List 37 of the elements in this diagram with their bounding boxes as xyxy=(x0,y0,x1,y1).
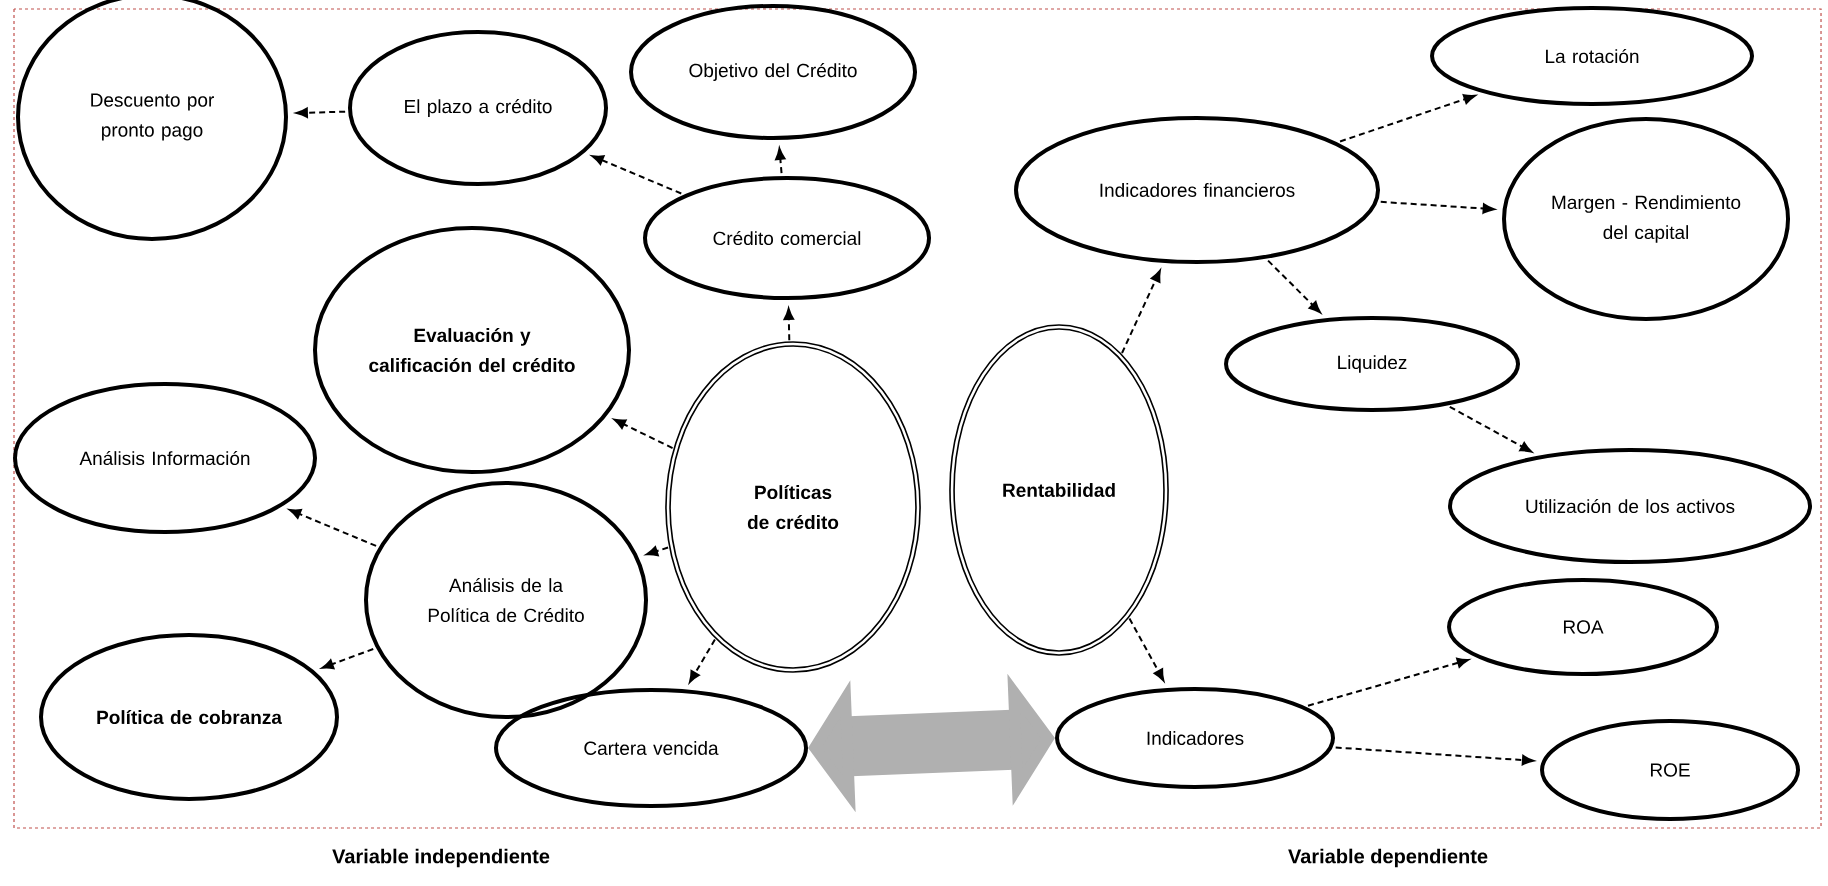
ellipse-node: Cartera vencida xyxy=(494,688,808,808)
ellipse-node: Análisis Información xyxy=(13,382,317,534)
arrow xyxy=(591,155,683,195)
arrow xyxy=(775,147,786,175)
ellipse-node: Política de cobranza xyxy=(39,633,339,801)
ellipse-node: Indicadores xyxy=(1055,687,1335,789)
arrow xyxy=(321,648,375,670)
arrow xyxy=(1121,269,1161,355)
ellipse-node: Políticas de crédito xyxy=(665,341,921,673)
arrow xyxy=(295,107,347,118)
arrow xyxy=(645,546,670,557)
arrow xyxy=(1339,94,1476,143)
arrow xyxy=(1307,657,1469,707)
arrow xyxy=(1379,200,1495,214)
ellipse-node: Análisis de la Política de Crédito xyxy=(364,481,648,719)
ellipse-node: Liquidez xyxy=(1224,316,1520,412)
arrow xyxy=(783,307,794,342)
ellipse-node: Crédito comercial xyxy=(643,176,931,300)
arrow xyxy=(1128,617,1165,682)
ellipse-node: Indicadores financieros xyxy=(1014,116,1380,264)
arrow xyxy=(1334,746,1535,766)
ellipse-node: Rentabilidad xyxy=(949,324,1169,656)
ellipse-node: Margen - Rendimiento del capital xyxy=(1502,117,1790,321)
arrow xyxy=(613,418,674,450)
ellipse-node: Objetivo del Crédito xyxy=(629,4,917,140)
ellipse-node: La rotación xyxy=(1430,6,1754,106)
ellipse-node: Utilización de los activos xyxy=(1448,448,1812,564)
ellipse-node: ROA xyxy=(1447,578,1719,676)
ellipse-node: ROE xyxy=(1540,719,1800,821)
variable-label: Variable dependiente xyxy=(1288,848,1488,868)
arrow xyxy=(1267,259,1321,314)
variable-label: Variable independiente xyxy=(332,848,550,868)
ellipse-node: Evaluación y calificación del crédito xyxy=(313,226,631,474)
arrow xyxy=(289,509,378,547)
arrow xyxy=(689,638,716,683)
arrow xyxy=(1448,405,1533,453)
ellipse-node: El plazo a crédito xyxy=(348,30,608,186)
